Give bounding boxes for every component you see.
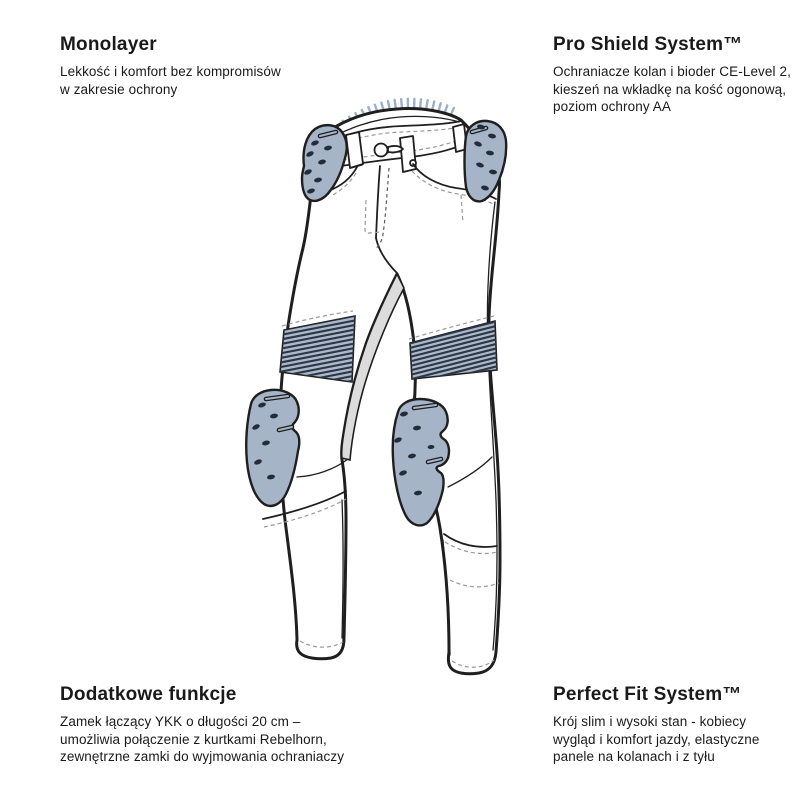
callout-bottom-right: Perfect Fit System™ Krój slim i wysoki s… (553, 683, 797, 766)
callout-title-dodatkowe-funkcje: Dodatkowe funkcje (60, 684, 237, 705)
right-hem-stitch (451, 659, 495, 668)
callout-top-left: Monolayer Lekkość i komfort bez kompromi… (60, 33, 360, 98)
buttonhole-tab (387, 145, 404, 154)
callout-title-perfect-fit-system: Perfect Fit System™ (553, 684, 742, 705)
callout-title-pro-shield-system: Pro Shield System™ (553, 34, 743, 55)
left-knee-protector (245, 388, 301, 508)
callout-top-right: Pro Shield System™ Ochraniacze kolan i b… (553, 33, 797, 116)
pants-outline (278, 107, 502, 676)
callout-body-dodatkowe-funkcje: Zamek łączący YKK o długości 20 cm – umo… (60, 714, 345, 764)
callout-body-monolayer: Lekkość i komfort bez kompromisów w zakr… (60, 64, 281, 97)
waist-button (373, 142, 389, 158)
callout-body-pro-shield-system: Ochraniacze kolan i bioder CE-Level 2, k… (553, 64, 791, 114)
left-stretch-panel (279, 310, 356, 383)
callout-title-monolayer: Monolayer (60, 34, 157, 55)
callout-body-perfect-fit-system: Krój slim i wysoki stan - kobiecy wygląd… (553, 714, 760, 764)
belt-loop (345, 131, 364, 169)
panel-seams (262, 201, 500, 668)
left-hip-protector (300, 124, 348, 203)
left-hem-stitch (299, 640, 344, 648)
button-fly (374, 165, 398, 274)
pocket-rivet (409, 159, 417, 167)
right-hip-protector (463, 119, 508, 203)
right-knee-protector (391, 397, 451, 527)
callout-bottom-left: Dodatkowe funkcje Zamek łączący YKK o dł… (60, 683, 390, 766)
jacket-zipper-teeth (341, 97, 455, 129)
inner-thigh-panel (340, 272, 405, 462)
